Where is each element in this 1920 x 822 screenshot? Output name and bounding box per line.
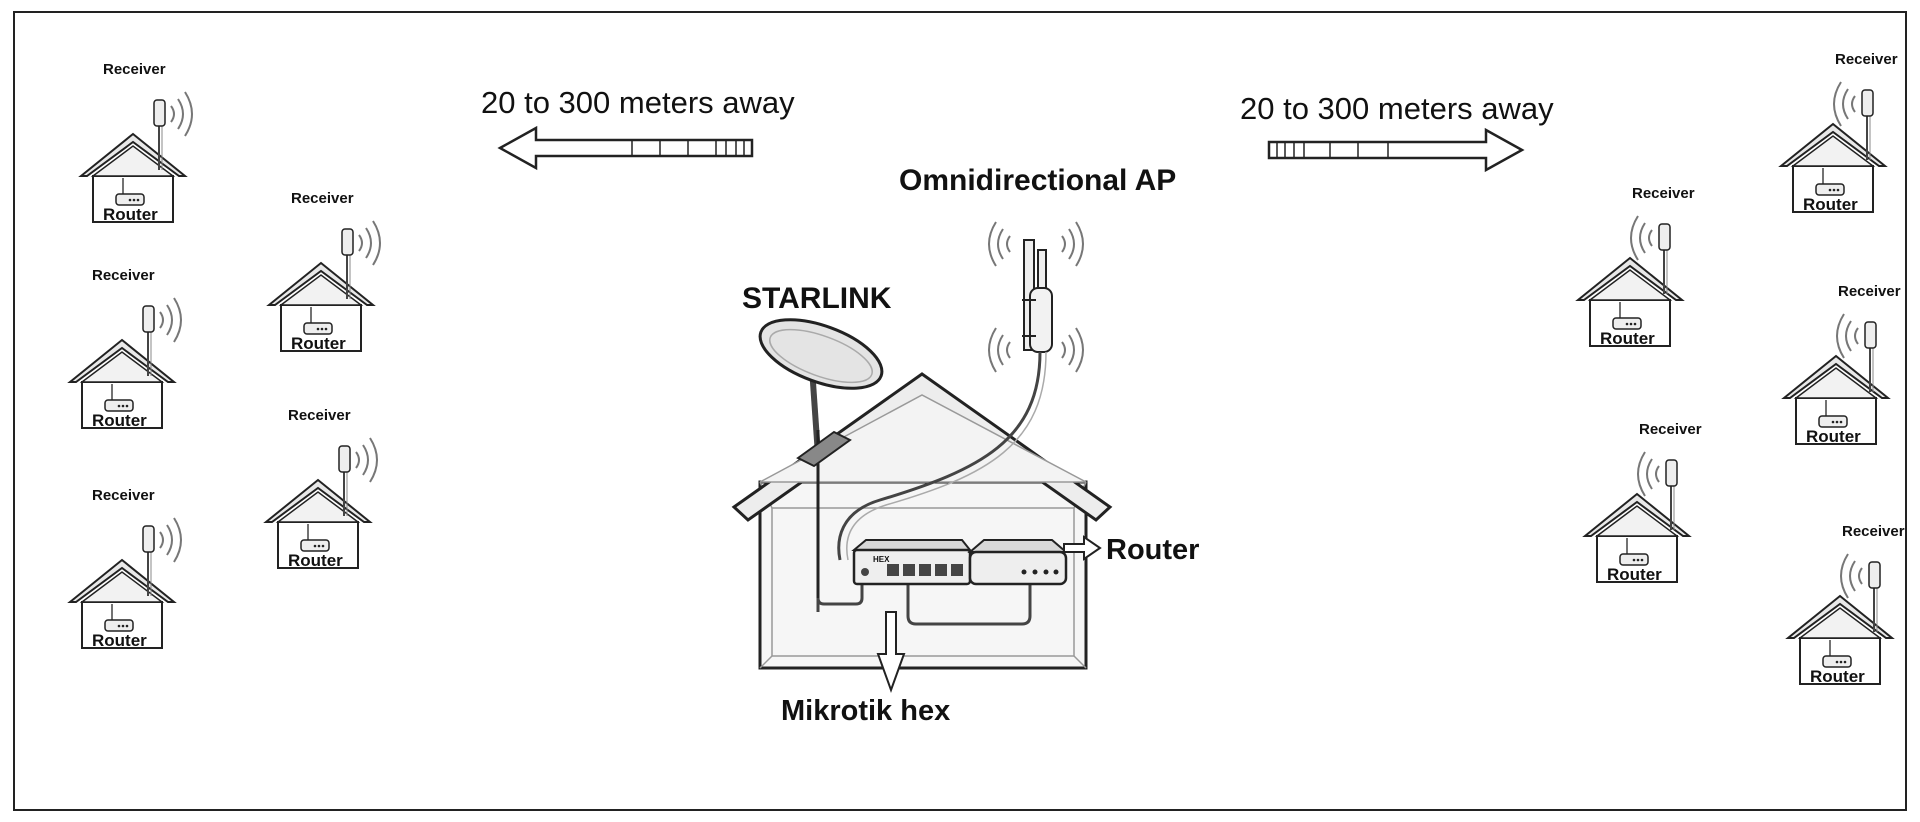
receiver-antenna-icon — [153, 99, 166, 170]
starlink-dish-icon — [758, 318, 884, 612]
receiver-antenna-icon — [142, 305, 155, 376]
wireless-waves-icon — [1833, 81, 1856, 127]
remote-router-label: Router — [1607, 565, 1662, 584]
distance-arrow-right — [1267, 127, 1525, 173]
receiver-antenna-icon — [1658, 223, 1671, 294]
remote-router-icon — [115, 178, 145, 206]
wireless-waves-icon — [159, 297, 182, 343]
receiver-antenna-icon — [338, 445, 351, 516]
distance-arrow-left — [497, 125, 754, 171]
receiver-label: Receiver — [92, 487, 155, 504]
receiver-antenna-icon — [142, 525, 155, 596]
distance-label-right: 20 to 300 meters away — [1240, 91, 1554, 126]
main-router-label: Router — [1106, 534, 1199, 566]
receiver-label: Receiver — [103, 61, 166, 78]
receiver-label: Receiver — [291, 190, 354, 207]
omnidirectional-ap-label: Omnidirectional AP — [899, 164, 1176, 197]
wireless-waves-icon — [1630, 215, 1653, 261]
remote-router-icon — [1818, 400, 1848, 428]
receiver-label: Receiver — [1639, 421, 1702, 438]
starlink-label: STARLINK — [742, 282, 892, 315]
central-house — [731, 372, 1113, 670]
omnidirectional-ap-icon — [837, 221, 1084, 561]
receiver-label: Receiver — [288, 407, 351, 424]
router-pointer-arrow — [1063, 535, 1102, 561]
receiver-label: Receiver — [1838, 283, 1901, 300]
wireless-waves-icon — [1840, 553, 1863, 599]
receiver-antenna-icon — [1861, 89, 1874, 160]
wireless-waves-icon — [355, 437, 378, 483]
wireless-waves-icon — [170, 91, 193, 137]
receiver-antenna-icon — [1864, 321, 1877, 392]
main-router-icon — [967, 539, 1069, 586]
starlink-cable — [816, 582, 864, 612]
remote-router-label: Router — [1810, 667, 1865, 686]
remote-router-label: Router — [288, 551, 343, 570]
remote-router-icon — [303, 307, 333, 335]
receiver-antenna-icon — [341, 228, 354, 299]
mikrotik-hex-icon: HEX — [851, 539, 973, 586]
remote-router-label: Router — [92, 411, 147, 430]
diagram-frame — [13, 11, 1907, 811]
remote-router-icon — [104, 384, 134, 412]
wireless-waves-icon — [358, 220, 381, 266]
remote-router-label: Router — [1600, 329, 1655, 348]
receiver-antenna-icon — [1665, 459, 1678, 530]
receiver-label: Receiver — [1835, 51, 1898, 68]
remote-router-label: Router — [92, 631, 147, 650]
remote-router-icon — [1619, 538, 1649, 566]
wireless-waves-icon — [1637, 451, 1660, 497]
wireless-waves-icon — [1836, 313, 1859, 359]
remote-router-icon — [1815, 168, 1845, 196]
remote-router-label: Router — [291, 334, 346, 353]
distance-label-left: 20 to 300 meters away — [481, 85, 795, 120]
remote-router-icon — [104, 604, 134, 632]
mikrotik-pointer-arrow — [876, 611, 906, 693]
wireless-waves-icon — [159, 517, 182, 563]
remote-router-icon — [300, 524, 330, 552]
remote-router-icon — [1612, 302, 1642, 330]
receiver-label: Receiver — [1842, 523, 1905, 540]
receiver-antenna-icon — [1868, 561, 1881, 632]
receiver-label: Receiver — [1632, 185, 1695, 202]
hex-badge: HEX — [873, 555, 890, 564]
remote-router-icon — [1822, 640, 1852, 668]
remote-router-label: Router — [1803, 195, 1858, 214]
remote-router-label: Router — [1806, 427, 1861, 446]
receiver-label: Receiver — [92, 267, 155, 284]
router-cable — [906, 582, 1032, 626]
remote-houses: ReceiverRouterReceiverRouterReceiverRout… — [67, 51, 1905, 686]
remote-router-label: Router — [103, 205, 158, 224]
mikrotik-label: Mikrotik hex — [781, 695, 950, 727]
